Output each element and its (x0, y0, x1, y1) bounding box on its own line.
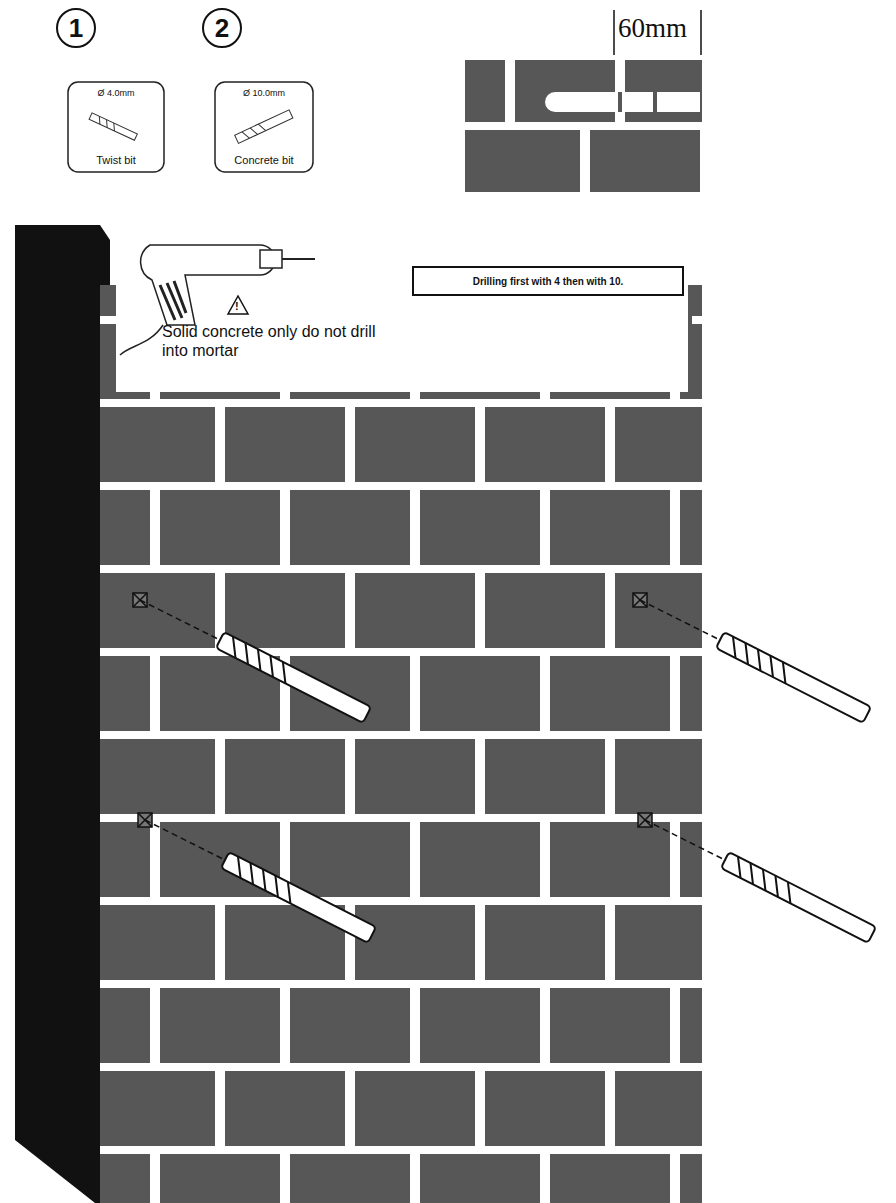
step-number: 2 (215, 13, 229, 44)
bit-size: Ø 10.0mm (243, 88, 285, 98)
warning-symbol: ! (235, 300, 239, 313)
bit-card: Ø 10.0mmConcrete bit (215, 82, 313, 172)
warning-note: Solid concrete only do not drill into mo… (162, 322, 392, 360)
drill-bit (638, 813, 876, 943)
drill-bit (133, 593, 371, 723)
bit-name: Concrete bit (234, 154, 293, 166)
note-box: Drilling first with 4 then with 10. (412, 266, 684, 296)
step-circle: 2 (202, 8, 242, 48)
drill-bit (138, 813, 376, 943)
bit-card: Ø 4.0mmTwist bit (68, 82, 164, 172)
note-box: Drilling first with 4 then with 10. (473, 276, 624, 287)
bit-name: Twist bit (96, 154, 136, 166)
drill-bit (633, 593, 871, 723)
step-circle: 1 (56, 8, 96, 48)
step-number: 1 (69, 13, 83, 44)
dimension-label: 60mm (618, 12, 687, 44)
bit-size: Ø 4.0mm (97, 88, 134, 98)
